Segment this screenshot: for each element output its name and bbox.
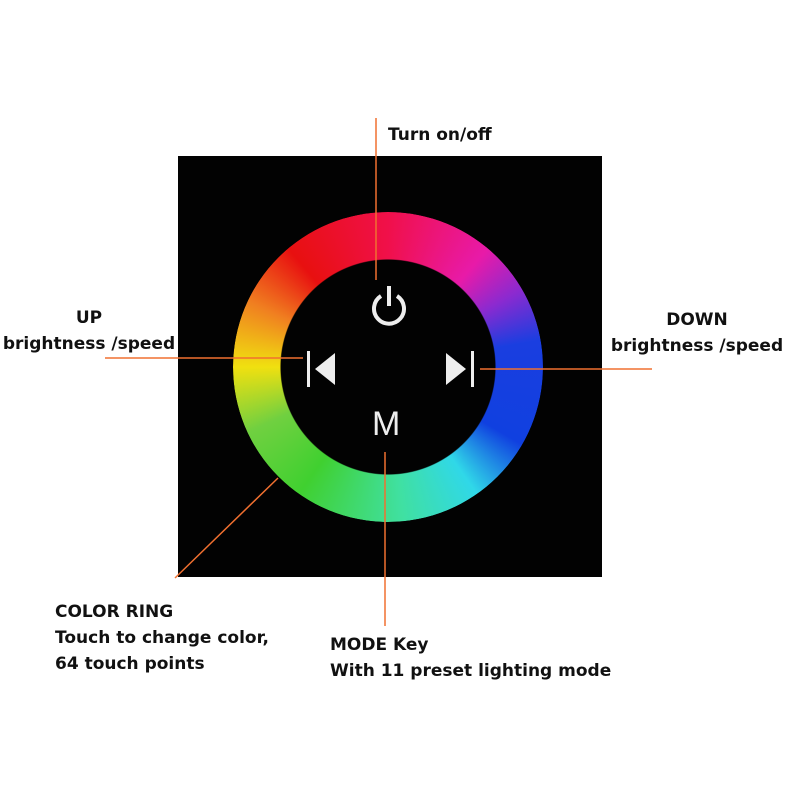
mode-subtitle: With 11 preset lighting mode [330,661,612,681]
mode-label: MODE Key With 11 preset lighting mode [330,632,611,684]
up-subtitle: brightness /speed [2,334,176,354]
down-label: DOWN brightness /speed [606,307,788,359]
up-title: UP [75,308,103,328]
power-label: Turn on/off [388,125,492,145]
color-ring-line2: 64 touch points [55,654,205,674]
power-icon[interactable] [369,284,409,328]
down-title: DOWN [666,310,728,330]
color-ring[interactable] [233,212,543,522]
down-subtitle: brightness /speed [610,336,784,356]
skip-previous-icon[interactable] [305,350,339,388]
color-ring-line1: Touch to change color, [55,628,269,648]
color-ring-label: COLOR RING Touch to change color, 64 tou… [55,599,269,677]
mode-title: MODE Key [330,635,429,655]
color-ring-title: COLOR RING [55,602,174,622]
skip-next-icon[interactable] [443,350,477,388]
leader-ring [174,477,279,579]
mode-button[interactable]: M [372,405,401,443]
up-label: UP brightness /speed [0,305,178,357]
